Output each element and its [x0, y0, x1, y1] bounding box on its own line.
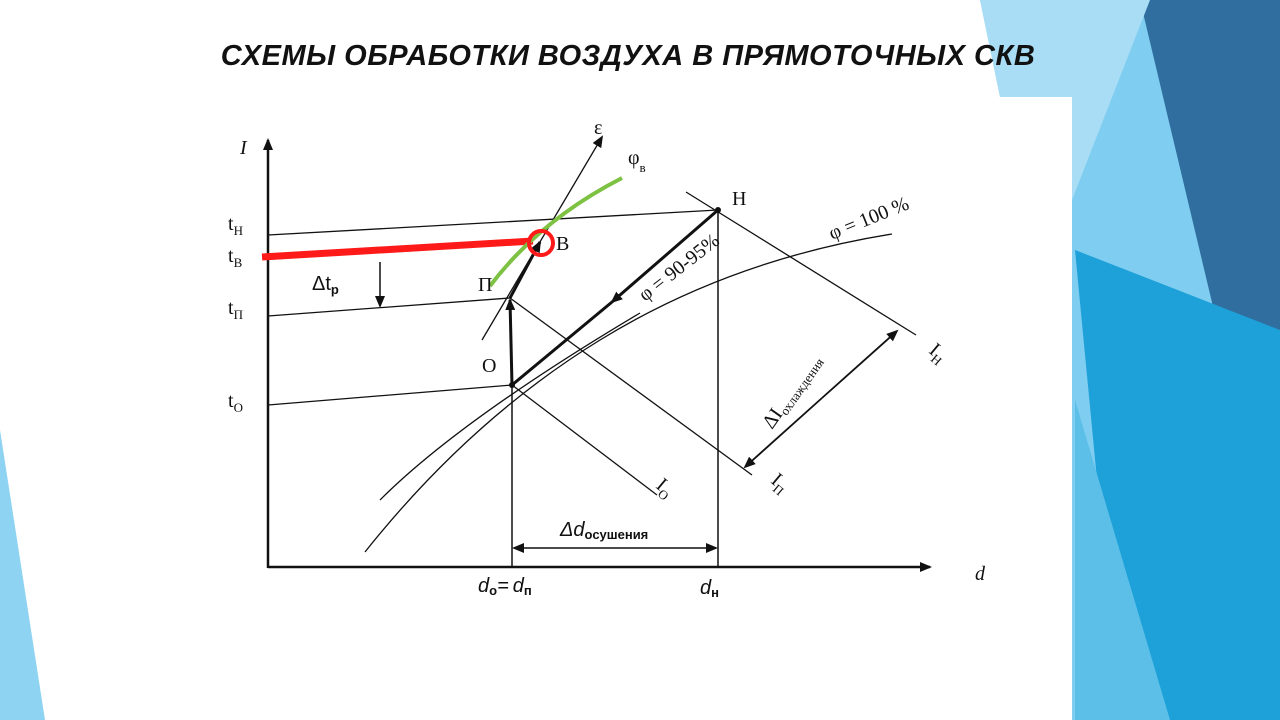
label-tB: tB [228, 245, 243, 270]
highlight-tB-line [261, 237, 534, 261]
label-do-dp: dо=dп [478, 575, 532, 598]
delta-t-label: Δtр [312, 273, 339, 297]
point-H [715, 207, 721, 213]
phi-b-label: φв [628, 147, 646, 175]
delta-d-label: Δdосушения [559, 519, 648, 542]
label-dn: dн [700, 577, 719, 600]
enthalpy-IH [685, 191, 917, 336]
phi-90-label: φ = 90-95% [635, 229, 724, 306]
isotherm-tP [267, 297, 511, 317]
phi-100-curve [364, 233, 893, 553]
label-IH: IH [923, 339, 951, 368]
slide-title: СХЕМЫ ОБРАБОТКИ ВОЗДУХА В ПРЯМОТОЧНЫХ СК… [220, 40, 1036, 72]
y-axis-label: I [239, 137, 248, 159]
phi-b-curve [488, 176, 623, 288]
process-O-P [505, 298, 516, 386]
phi-100-label: φ = 100 % [826, 193, 913, 245]
point-label-P: П [478, 274, 492, 296]
label-IP: IП [765, 469, 793, 498]
label-IO: IO [650, 474, 678, 503]
label-tP: tП [228, 297, 243, 322]
epsilon-label: ε [594, 117, 602, 139]
point-label-O: O [482, 355, 496, 377]
delta-i-arrow-2 [743, 397, 823, 469]
epsilon-line [481, 135, 604, 341]
point-label-B: B [556, 233, 569, 255]
point-label-H: H [732, 188, 746, 210]
label-tH: tH [228, 213, 243, 238]
enthalpy-IO [511, 384, 658, 496]
process-P-B [508, 240, 542, 299]
point-O [509, 382, 515, 388]
x-axis-label: d [975, 563, 986, 585]
phi-90-curve [379, 312, 641, 501]
delta-i-label: ΔIохлаждения [758, 350, 827, 434]
enthalpy-IP [509, 297, 753, 476]
isotherm-tH [267, 209, 719, 236]
delta-i-arrow [821, 329, 899, 399]
isotherm-tO [267, 384, 513, 406]
process-H-O-head [610, 208, 719, 304]
label-tO: tO [228, 390, 243, 415]
process-H-O [511, 300, 613, 387]
highlight-circle-B [527, 229, 555, 257]
